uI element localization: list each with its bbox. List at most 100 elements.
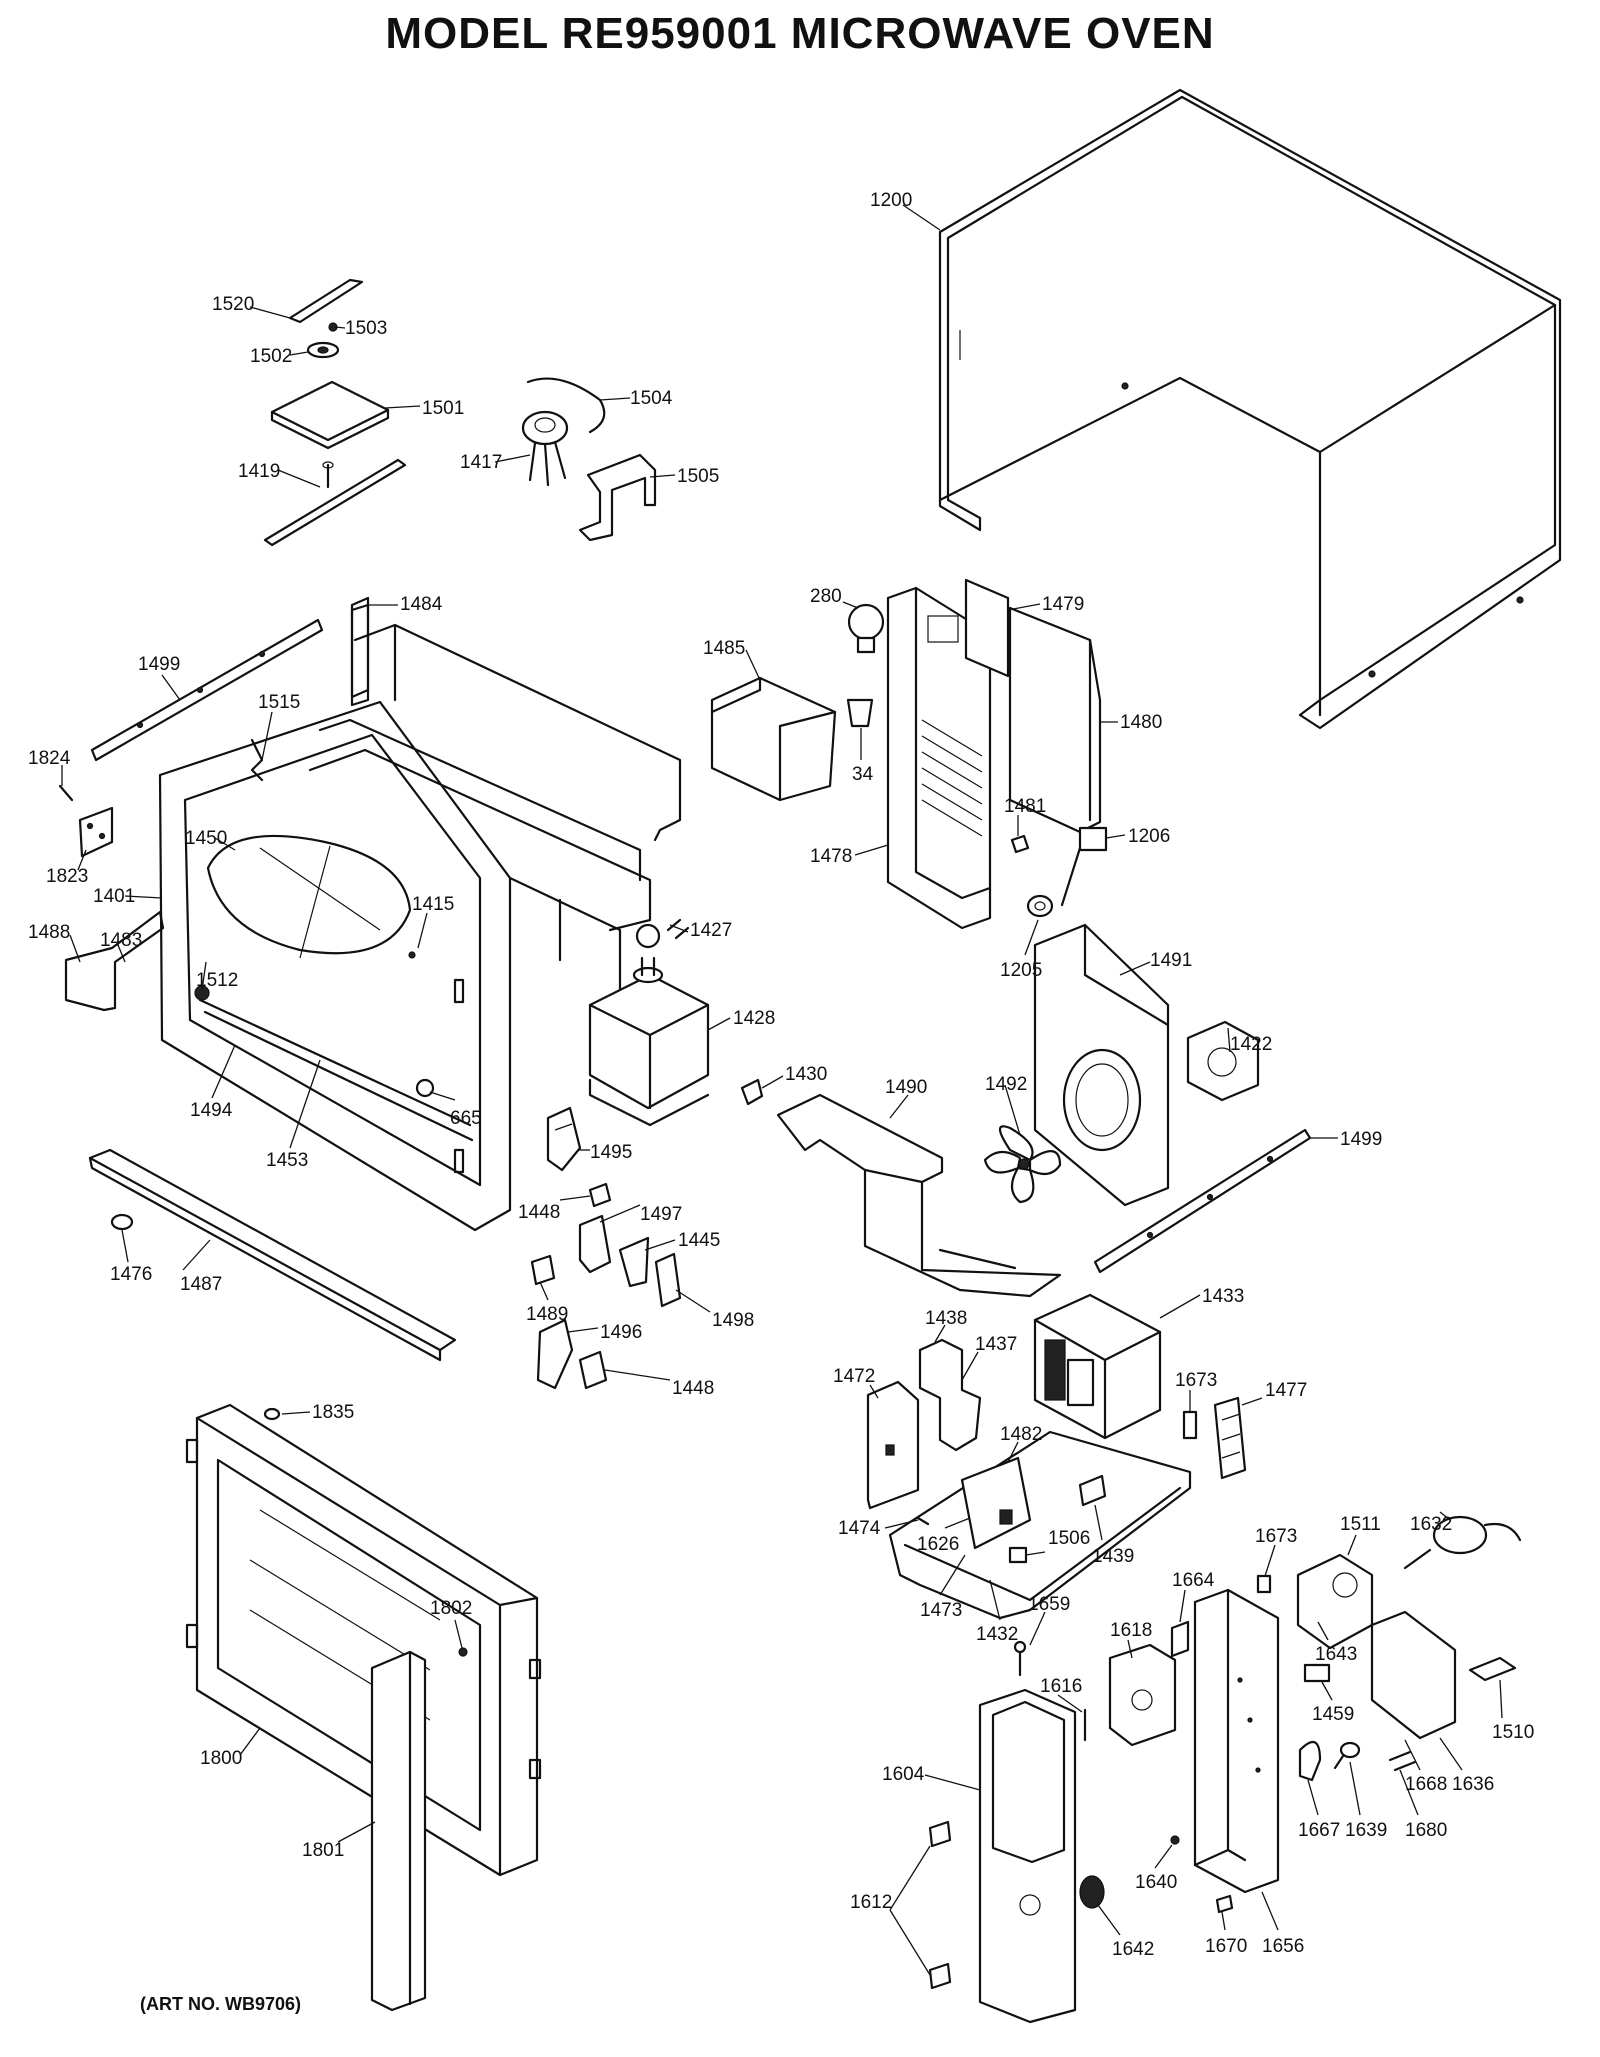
lamp-280 (847, 603, 885, 654)
callout-1453: 1453 (266, 1150, 308, 1171)
callout-1504: 1504 (630, 388, 673, 409)
cap-1612-bottom (928, 1962, 952, 1990)
callout-665: 665 (450, 1108, 482, 1129)
callout-1473: 1473 (920, 1600, 962, 1621)
motor-1632 (1403, 1515, 1522, 1570)
board-1482 (960, 1456, 1032, 1550)
plate-1823 (78, 806, 114, 858)
latch-1496 (536, 1318, 574, 1390)
stirrer-shaft-1419 (263, 458, 407, 547)
outer-case (938, 88, 1562, 730)
callout-1612: 1612 (850, 1892, 892, 1913)
control-panel-1656 (1193, 1588, 1280, 1894)
callout-1448-lower: 1448 (672, 1378, 714, 1399)
callout-1642: 1642 (1112, 1939, 1154, 1960)
callout-1476: 1476 (110, 1264, 152, 1285)
callout-1487: 1487 (180, 1274, 222, 1295)
callout-1419: 1419 (238, 461, 280, 482)
callout-1505: 1505 (677, 466, 719, 487)
callout-1417: 1417 (460, 452, 502, 473)
callout-1800: 1800 (200, 1748, 242, 1769)
callout-34: 34 (852, 764, 874, 785)
callout-1503: 1503 (345, 318, 387, 339)
callout-1512: 1512 (196, 970, 238, 991)
base-duct-1490 (776, 1093, 1062, 1298)
callout-1824: 1824 (28, 748, 71, 769)
fuse-1673-lower (1256, 1574, 1272, 1594)
vent-cover-1479 (964, 578, 1010, 678)
door-frame-1604 (978, 1688, 1077, 2024)
switch-1659 (1013, 1640, 1027, 1677)
callout-1480: 1480 (1120, 712, 1162, 733)
door-1800 (185, 1403, 542, 1877)
callout-1616: 1616 (1040, 1676, 1082, 1697)
cord-1206 (1060, 826, 1108, 907)
screw-1640 (1170, 1835, 1180, 1845)
callout-1482: 1482 (1000, 1424, 1042, 1445)
callout-1496: 1496 (600, 1322, 642, 1343)
callout-1472: 1472 (833, 1366, 875, 1387)
oven-cavity-assembly (158, 603, 682, 1232)
callout-1438: 1438 (925, 1308, 967, 1329)
callout-1448-upper: 1448 (518, 1202, 560, 1223)
sensor-1430 (740, 1078, 764, 1106)
bracket-1664 (1170, 1620, 1190, 1658)
callout-1490: 1490 (885, 1077, 927, 1098)
board-1636 (1370, 1610, 1457, 1740)
callout-1491: 1491 (1150, 950, 1192, 971)
callout-1428: 1428 (733, 1008, 775, 1029)
screw-1835 (263, 1407, 281, 1421)
transformer-1433 (1033, 1293, 1162, 1440)
callout-1499-right: 1499 (1340, 1129, 1382, 1150)
switch-bracket-1497 (578, 1214, 612, 1274)
switch-1448 (588, 1182, 612, 1208)
callout-1506: 1506 (1048, 1528, 1090, 1549)
callout-1497: 1497 (640, 1204, 682, 1225)
bracket-1483 (64, 910, 165, 1012)
callout-1450: 1450 (185, 828, 227, 849)
switch-1445 (618, 1236, 650, 1288)
callout-1632: 1632 (1410, 1514, 1452, 1535)
callout-1643: 1643 (1315, 1644, 1357, 1665)
callout-1498: 1498 (712, 1310, 754, 1331)
callout-1495: 1495 (590, 1142, 632, 1163)
callout-1802: 1802 (430, 1598, 472, 1619)
bracket-1472 (866, 1380, 920, 1510)
callout-1664: 1664 (1172, 1570, 1215, 1591)
callout-1485: 1485 (703, 638, 745, 659)
callout-1430: 1430 (785, 1064, 827, 1085)
callout-1656: 1656 (1262, 1936, 1304, 1957)
lamp-socket-34 (846, 698, 874, 728)
bracket-1439 (1078, 1474, 1107, 1507)
capacitor-1438 (918, 1338, 982, 1452)
callout-1667: 1667 (1298, 1820, 1340, 1841)
callout-1206: 1206 (1128, 826, 1170, 847)
callout-1670: 1670 (1205, 1936, 1247, 1957)
base-plate-1432 (888, 1430, 1192, 1620)
callout-1200: 1200 (870, 190, 912, 211)
callout-1673-upper: 1673 (1175, 1370, 1217, 1391)
callout-1501: 1501 (422, 398, 464, 419)
callout-1640: 1640 (1135, 1872, 1177, 1893)
fan-blade-1492 (983, 1125, 1062, 1204)
fuse-1673 (1182, 1410, 1198, 1440)
callout-1668: 1668 (1405, 1774, 1447, 1795)
callout-1511: 1511 (1340, 1514, 1381, 1535)
callout-1422: 1422 (1230, 1034, 1272, 1055)
bracket-1495 (546, 1106, 582, 1172)
art-number: (ART NO. WB9706) (140, 1994, 301, 2014)
callout-1477: 1477 (1265, 1380, 1307, 1401)
diagram-title: MODEL RE959001 MICROWAVE OVEN (385, 9, 1214, 58)
vent-rail-1499-left (90, 618, 324, 762)
callout-1499-left: 1499 (138, 654, 180, 675)
screw-1802 (458, 1647, 468, 1657)
switch-1489 (530, 1254, 556, 1286)
callout-1481: 1481 (1004, 796, 1046, 817)
stirrer-plate-1501 (270, 380, 390, 450)
callout-1439: 1439 (1092, 1546, 1134, 1567)
duct-1480 (1008, 606, 1102, 834)
bracket-1484 (350, 596, 370, 699)
switch-1448-lower (578, 1350, 608, 1390)
fan-motor-1422 (1186, 1020, 1260, 1102)
